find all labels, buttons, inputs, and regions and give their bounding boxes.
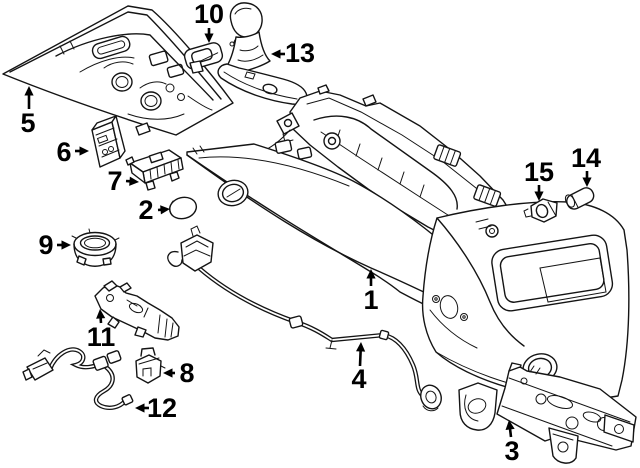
callout-arrowhead [163,368,173,378]
part-6-switch-block [91,115,126,168]
callout-10: 10 [194,0,224,43]
callout-arrowhead [271,49,281,59]
callout-13: 13 [271,38,315,68]
callout-6: 6 [56,137,89,167]
part-10-retainer [183,42,224,74]
callout-arrow-line [358,350,362,367]
callout-9: 9 [38,230,71,260]
part-1-console-inner-frame [260,84,515,253]
part-15-socket [523,198,558,223]
callout-arrowhead [96,309,106,319]
callout-label: 9 [38,230,53,260]
callout-arrowhead [160,205,170,215]
callout-arrowhead [79,146,89,156]
callout-1: 1 [363,269,379,315]
callout-arrowhead [135,403,145,413]
callout-label: 6 [56,137,71,167]
callout-label: 15 [524,157,554,187]
callout-label: 13 [285,38,315,68]
part-7-switch-panel [125,149,184,191]
callout-14: 14 [571,143,601,187]
callout-arrowhead [356,342,366,352]
callout-label: 7 [107,166,122,196]
part-11-bracket [94,280,180,341]
callout-5: 5 [20,86,36,138]
part-14-bulb [564,187,595,210]
callout-arrowhead [24,86,34,96]
part-3-floor-bracket [458,362,637,464]
callout-label: 5 [20,108,35,138]
callout-3: 3 [504,420,520,466]
callout-arrowhead [505,420,515,430]
callout-arrowhead [582,177,592,187]
callout-label: 11 [87,322,116,352]
callout-12: 12 [135,393,177,423]
callout-arrowhead [61,240,71,250]
callout-label: 1 [363,285,378,315]
part-8-switch [135,347,166,384]
part-5-console-top-panel [2,5,234,136]
callout-4: 4 [351,342,367,394]
callout-7: 7 [107,166,139,196]
part-1-console-outer-shell [421,201,630,400]
callout-label: 4 [351,364,366,394]
callout-label: 8 [179,358,194,388]
callout-label: 2 [138,195,153,225]
part-9-rotary-knob [71,228,120,267]
callout-8: 8 [163,358,195,388]
callout-label: 14 [571,143,601,173]
callout-arrowhead [366,269,376,279]
callout-label: 3 [504,436,519,466]
callout-15: 15 [524,157,554,201]
callout-label: 10 [194,0,224,29]
part-12-wiring-harness [22,347,134,410]
callout-label: 12 [147,393,177,423]
callout-arrow-line [508,428,513,438]
callout-arrowhead [534,191,544,201]
callout-2: 2 [138,195,170,225]
callout-11: 11 [87,309,116,352]
callout-arrowhead [204,33,214,43]
part-4-wiring-harness [167,225,442,412]
callout-arrowhead [129,176,139,186]
part-2-cap [168,196,198,220]
